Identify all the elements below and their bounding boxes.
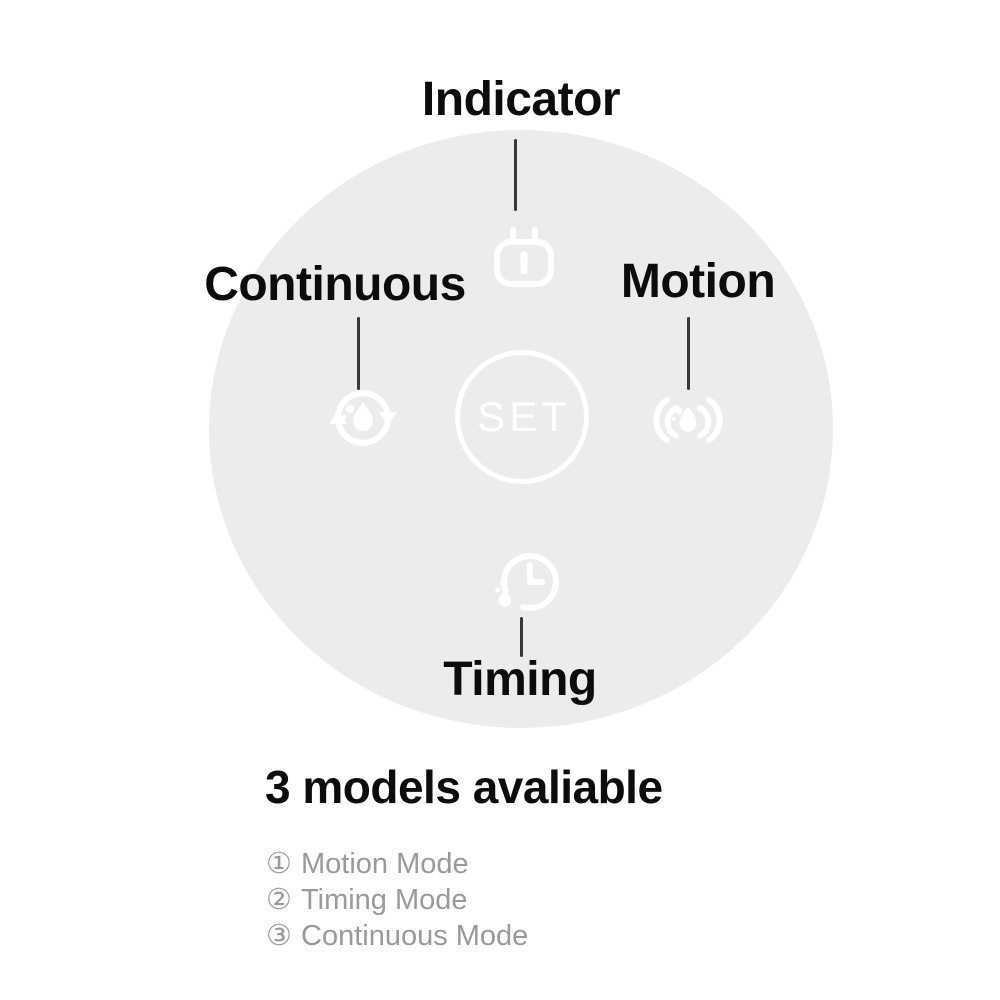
set-button-label: SET	[477, 393, 571, 440]
continuous-cycle-icon	[329, 390, 397, 446]
timer-clock-icon	[495, 552, 559, 611]
mode-list: ① Motion Mode ② Timing Mode ③ Continuous Mo…	[266, 846, 528, 954]
mode-list-item: ② Timing Mode	[266, 882, 528, 918]
mode-name: Continuous Mode	[301, 920, 529, 952]
motion-sensor-icon	[653, 397, 723, 443]
set-button: SET	[455, 350, 589, 484]
mode-number: ②	[266, 884, 292, 916]
timing-label: Timing	[443, 653, 597, 706]
mode-name: Motion Mode	[301, 848, 469, 880]
indicator-connector-line	[514, 139, 517, 211]
timing-connector-line	[520, 617, 523, 657]
mode-list-item: ① Motion Mode	[266, 846, 528, 882]
mode-name: Timing Mode	[301, 884, 468, 916]
mode-list-item: ③ Continuous Mode	[266, 918, 528, 954]
continuous-label: Continuous	[204, 258, 466, 311]
continuous-connector-line	[357, 317, 360, 390]
plug-indicator-icon	[494, 227, 554, 287]
mode-number: ③	[266, 920, 292, 952]
indicator-label: Indicator	[421, 73, 621, 126]
mode-number: ①	[266, 848, 292, 880]
motion-label: Motion	[620, 255, 776, 308]
models-heading: 3 models avaliable	[265, 761, 663, 813]
motion-connector-line	[687, 317, 690, 390]
